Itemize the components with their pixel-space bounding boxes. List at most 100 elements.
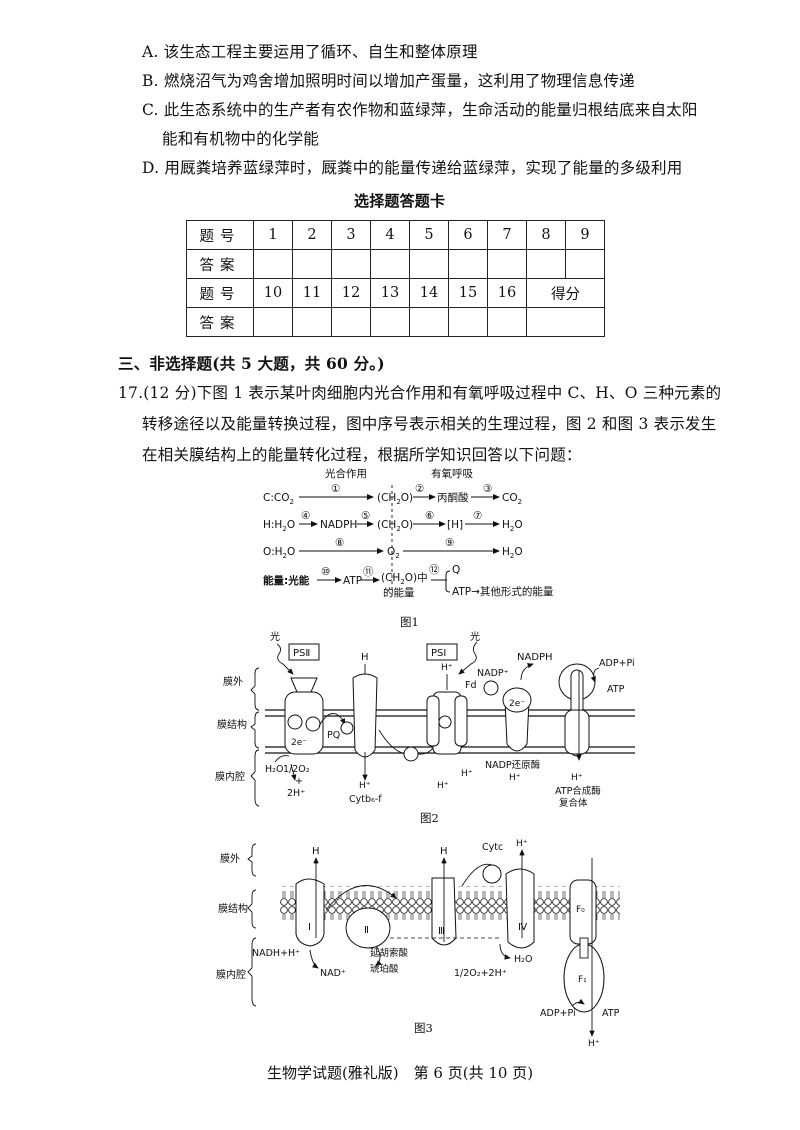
fig2-nadp: NADP⁺ (477, 668, 509, 679)
fig2-outer-label: 膜外 (223, 676, 243, 688)
question-number-cell: 15 (448, 278, 488, 308)
question-number-cell: 16 (487, 278, 527, 308)
fig2-h-plus-1: H⁺ (359, 781, 371, 791)
fig1-atp: ATP (343, 575, 362, 587)
fig3-complex-3: Ⅲ (438, 926, 445, 937)
fig1-energy-head: 能量:光能 (263, 574, 310, 587)
fig1-h-head: H:H2O (263, 519, 295, 533)
fig1-o2: O2 (387, 546, 400, 560)
answer-cell[interactable] (409, 249, 449, 279)
answer-cell[interactable] (448, 249, 488, 279)
fig2-caption: 图2 (420, 811, 439, 825)
fig2-h-plus-2: H⁺ (437, 781, 449, 791)
fig2-pq: PQ (327, 730, 340, 741)
row-label-answer: 答案 (186, 307, 254, 337)
fig2-plus: + (295, 776, 303, 787)
question-number-cell: 4 (370, 220, 410, 250)
fig1-o-h2o: H2O (502, 546, 523, 560)
answer-cell[interactable] (370, 307, 410, 337)
fig2-h-plus-5: H⁺ (571, 773, 583, 783)
fig3-complex-2: Ⅱ (364, 925, 369, 936)
answer-cell[interactable] (253, 249, 293, 279)
fig3-nad: NAD⁺ (320, 968, 346, 979)
fig2-h-plus-top: H⁺ (441, 663, 453, 673)
fig1-o-head: O:H2O (263, 546, 295, 560)
fig2-h-plus-4: H⁺ (509, 773, 521, 783)
fig2-light-1: 光 (270, 630, 280, 643)
fig3-outer-label: 膜外 (220, 853, 240, 865)
fig3-adp-pi: ADP+Pi (540, 1008, 576, 1019)
fig3-fumarate: 延胡索酸 (370, 947, 409, 959)
question-number-cell: 1 (253, 220, 293, 250)
fig3-succinate: 琥珀酸 (370, 963, 399, 975)
fig2-2h-plus: 2H⁺ (287, 788, 305, 799)
answer-cell[interactable] (448, 307, 488, 337)
fig3-caption: 图3 (414, 1021, 433, 1035)
fig1-step-8: ⑧ (335, 537, 344, 549)
fig3-f1: F₁ (578, 975, 587, 985)
answer-cell[interactable] (487, 307, 527, 337)
figure-3: 膜外 膜结构 膜内腔 Ⅰ H NADH+H⁺ NAD⁺ Ⅱ 延胡索酸 琥珀酸 Ⅲ… (216, 839, 620, 1048)
q17-line2: 转移途径以及能量转换过程，图中序号表示相关的生理过程，图 2 和图 3 表示发生 (142, 415, 717, 433)
fig1-step-6: ⑥ (425, 510, 434, 522)
fig3-membrane-label: 膜结构 (218, 902, 248, 915)
fig3-h-2: H (440, 846, 448, 857)
table-row: 答案 (186, 249, 605, 279)
figure-2: 膜外 膜结构 膜内腔 光 PSⅡ 2e⁻ PQ H H⁺ Cytb₆-f (215, 630, 635, 809)
fig1-step-4: ④ (301, 510, 310, 522)
fig3-complex-1: Ⅰ (308, 922, 311, 933)
answer-cell[interactable] (331, 249, 371, 279)
fig1-step-10: ⑩ (321, 566, 330, 578)
fig1-h-ch2o: (CH2O) (377, 519, 413, 533)
answer-card-table: 题号 1 2 3 4 5 6 7 8 9 答案 题号 10 11 12 13 1… (186, 220, 605, 337)
score-label: 得分 (526, 278, 605, 308)
fig1-q: Q (452, 564, 460, 576)
question-number-cell: 7 (487, 220, 527, 250)
option-b: B. 燃烧沼气为鸡舍增加照明时间以增加产蛋量，这利用了物理信息传递 (142, 72, 635, 90)
question-number-cell: 10 (253, 278, 293, 308)
fig1-step-2: ② (415, 483, 424, 495)
question-number-cell: 14 (409, 278, 449, 308)
fig1-step-7: ⑦ (473, 510, 482, 522)
question-number-cell: 11 (292, 278, 332, 308)
fig2-membrane-label: 膜结构 (217, 718, 247, 731)
fig1-step-12: ⑫ (429, 564, 440, 576)
answer-cell[interactable] (370, 249, 410, 279)
question-number-cell: 8 (526, 220, 566, 250)
fig2-fd: Fd (465, 680, 477, 691)
answer-cell[interactable] (526, 249, 566, 279)
fig1-nadph: NADPH (320, 519, 357, 531)
answer-cell[interactable] (253, 307, 293, 337)
fig2-h2o: H₂O (265, 764, 283, 775)
option-c-line1: C. 此生态系统中的生产者有农作物和蓝绿萍，生命活动的能量归根结底来自太阳 (142, 101, 698, 119)
answer-cell[interactable] (292, 307, 332, 337)
fig3-cytc: Cytc (482, 842, 503, 853)
fig1-co2: CO2 (502, 492, 522, 506)
option-c-line2: 能和有机物中的化学能 (162, 130, 320, 148)
score-cell[interactable] (526, 307, 605, 337)
figure-1: 光合作用 有氧呼吸 C:CO2 ① (CH2O) ② 丙酮酸 ③ CO2 H:H… (263, 467, 554, 599)
row-label-number: 题号 (186, 220, 254, 250)
answer-cell[interactable] (292, 249, 332, 279)
answer-cell[interactable] (487, 249, 527, 279)
fig2-atp-synthase-1: ATP合成酶 (555, 785, 601, 797)
fig1-c-ch2o: (CH2O) (377, 492, 413, 506)
fig3-h2o: H₂O (514, 954, 532, 965)
answer-cell[interactable] (565, 249, 605, 279)
fig2-psi: PSⅠ (431, 648, 446, 659)
fig1-h-h2o: H2O (502, 519, 523, 533)
fig1-step-9: ⑨ (445, 537, 454, 549)
question-number-cell: 12 (331, 278, 371, 308)
answer-cell[interactable] (409, 307, 449, 337)
fig2-h-plus-3: H⁺ (461, 769, 473, 779)
fig1-e-ch2o: (CH2O)中 (381, 571, 428, 586)
table-row: 题号 1 2 3 4 5 6 7 8 9 (186, 220, 605, 250)
fig2-cytb6f: Cytb₆-f (349, 794, 382, 805)
answer-cell[interactable] (331, 307, 371, 337)
fig1-caption: 图1 (400, 615, 419, 629)
option-d: D. 用厩粪培养蓝绿萍时，厩粪中的能量传递给蓝绿萍，实现了能量的多级利用 (142, 159, 683, 177)
fig3-atp: ATP (602, 1008, 620, 1019)
fig2-light-2: 光 (470, 630, 480, 643)
question-number-cell: 6 (448, 220, 488, 250)
fig2-nadp-reductase: NADP还原酶 (485, 759, 541, 771)
